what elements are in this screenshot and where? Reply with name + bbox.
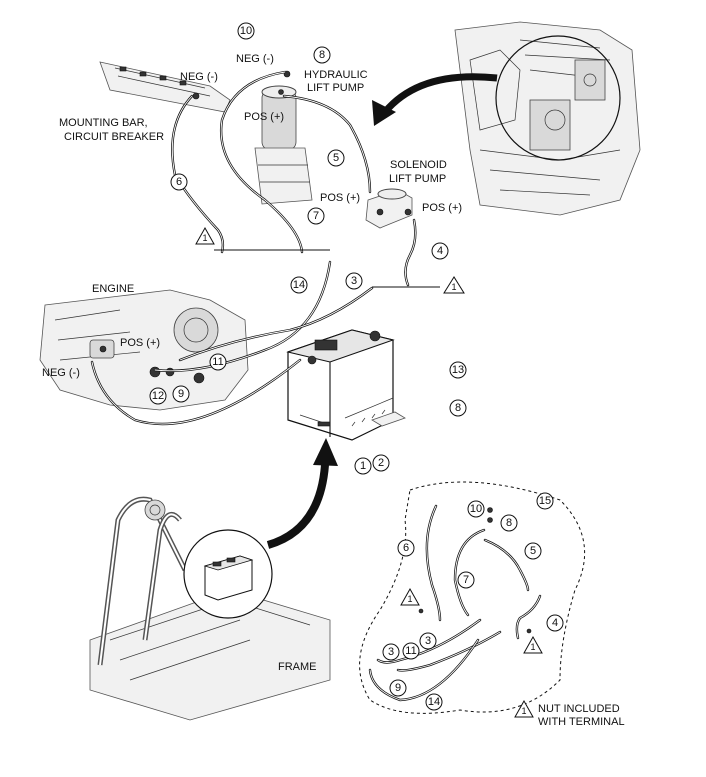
callout-5-top: 5 <box>327 149 345 167</box>
callout-8-right: 8 <box>449 399 467 417</box>
callout-3a-kit: 3 <box>382 643 400 661</box>
curved-arrow-icon <box>372 73 498 126</box>
callout-14-kit: 14 <box>425 693 443 711</box>
svg-text:3: 3 <box>351 275 357 287</box>
callout-8-top: 8 <box>313 46 331 64</box>
label-pos-hydraulic: POS (+) <box>244 111 284 123</box>
mounting-bar <box>99 61 231 113</box>
callout-14-top: 14 <box>290 276 308 294</box>
svg-text:3: 3 <box>425 635 431 647</box>
callout-4-kit: 4 <box>546 614 564 632</box>
svg-text:8: 8 <box>455 402 461 414</box>
callout-6-kit: 6 <box>397 539 415 557</box>
svg-text:7: 7 <box>463 574 469 586</box>
label-neg-top: NEG (-) <box>236 53 274 65</box>
svg-text:15: 15 <box>539 495 551 507</box>
battery <box>286 329 406 441</box>
svg-text:1: 1 <box>530 642 535 652</box>
label-pos-engine: POS (+) <box>120 337 160 349</box>
svg-text:12: 12 <box>152 390 164 402</box>
svg-text:5: 5 <box>333 152 339 164</box>
frame <box>89 496 331 721</box>
label-lift-pump: LIFT PUMP <box>307 82 364 94</box>
svg-text:5: 5 <box>530 545 536 557</box>
svg-text:1: 1 <box>407 594 412 604</box>
callout-8-kit: 8 <box>500 514 518 532</box>
label-mounting-bar: MOUNTING BAR, <box>59 117 148 129</box>
triangle-marker-kit-right: 1 <box>523 635 543 654</box>
callout-4-top: 4 <box>431 242 449 260</box>
callout-10-kit: 10 <box>467 500 485 518</box>
callout-13-top: 13 <box>449 361 467 379</box>
svg-text:10: 10 <box>470 503 482 515</box>
svg-text:1: 1 <box>202 233 207 243</box>
triangle-marker-kit-left: 1 <box>400 587 420 606</box>
callout-2: 2 <box>372 454 390 472</box>
hydraulic-lift-pump <box>254 70 313 205</box>
svg-text:8: 8 <box>319 49 325 61</box>
upward-arrow-icon <box>266 438 338 549</box>
battery-detail <box>203 555 254 601</box>
callout-7-top: 7 <box>307 207 325 225</box>
svg-text:11: 11 <box>405 645 416 657</box>
kit-outline <box>359 481 586 714</box>
engine <box>39 289 249 411</box>
callout-7-kit: 7 <box>457 571 475 589</box>
callout-3-top: 3 <box>345 272 363 290</box>
callout-11-top: 11 <box>209 353 227 371</box>
label-circuit-breaker: CIRCUIT BREAKER <box>64 131 164 143</box>
callout-15: 15 <box>536 492 554 510</box>
svg-text:9: 9 <box>178 388 184 400</box>
callout-1: 1 <box>354 457 372 475</box>
callout-9-kit: 9 <box>389 679 407 697</box>
label-neg-engine: NEG (-) <box>42 367 80 379</box>
callout-5-kit: 5 <box>524 542 542 560</box>
legend-triangle-icon: 1 <box>514 699 534 718</box>
svg-text:14: 14 <box>428 696 440 708</box>
legend-text-line2: WITH TERMINAL <box>538 716 625 728</box>
svg-text:2: 2 <box>378 457 384 469</box>
callout-11-kit: 11 <box>402 642 420 660</box>
machine-cutaway <box>454 21 641 216</box>
svg-text:1: 1 <box>360 460 366 472</box>
svg-text:1: 1 <box>521 706 526 716</box>
label-solenoid-lift-pump: LIFT PUMP <box>389 173 446 185</box>
label-pos-solenoid-right: POS (+) <box>422 202 462 214</box>
svg-text:11: 11 <box>212 356 223 368</box>
label-solenoid: SOLENOID <box>390 159 447 171</box>
label-frame: FRAME <box>278 661 317 673</box>
callout-3b-kit: 3 <box>419 632 437 650</box>
cables <box>90 70 417 426</box>
svg-text:10: 10 <box>240 25 252 37</box>
solenoid-lift-pump <box>365 188 413 229</box>
svg-text:7: 7 <box>313 210 319 222</box>
svg-text:6: 6 <box>176 176 182 188</box>
detail-circle <box>495 35 621 161</box>
svg-text:9: 9 <box>395 682 401 694</box>
svg-text:3: 3 <box>388 646 394 658</box>
triangle-marker-top-left: 1 <box>195 226 215 245</box>
callout-6-top: 6 <box>170 173 188 191</box>
svg-text:14: 14 <box>293 279 305 291</box>
kit-cables <box>368 504 542 702</box>
label-pos-solenoid-left: POS (+) <box>320 192 360 204</box>
triangle-marker-top-right: 1 <box>443 276 465 294</box>
label-neg-left-top: NEG (-) <box>180 71 218 83</box>
callout-9-top: 9 <box>172 385 190 403</box>
legend-text-line1: NUT INCLUDED <box>538 703 620 715</box>
svg-text:13: 13 <box>452 364 464 376</box>
svg-text:4: 4 <box>552 617 558 629</box>
callout-10-top: 10 <box>237 22 255 40</box>
svg-text:1: 1 <box>451 282 456 292</box>
callout-12-top: 12 <box>149 387 167 405</box>
label-hydraulic: HYDRAULIC <box>304 69 368 81</box>
label-engine: ENGINE <box>92 283 134 295</box>
svg-text:8: 8 <box>506 517 512 529</box>
svg-text:4: 4 <box>437 245 443 257</box>
svg-text:6: 6 <box>403 542 409 554</box>
